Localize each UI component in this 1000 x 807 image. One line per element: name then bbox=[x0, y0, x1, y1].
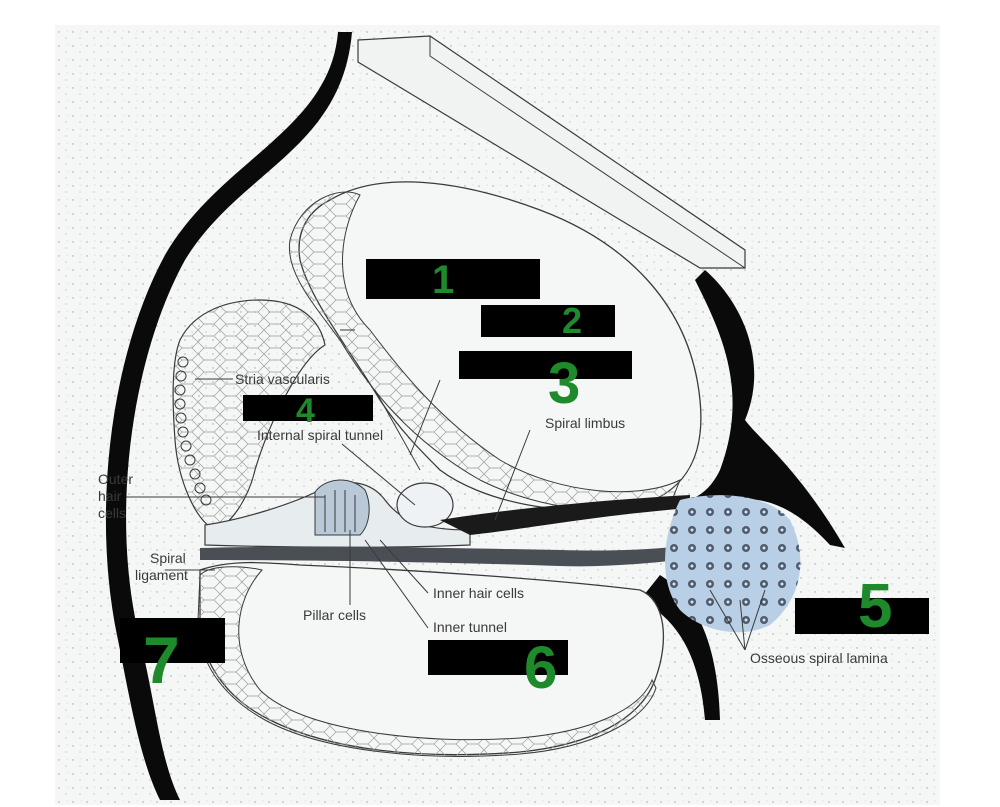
stria-vascularis-cells bbox=[174, 356, 212, 506]
label-outer-hair-cells-3: cells bbox=[98, 505, 126, 521]
reissners-membrane-cells bbox=[288, 191, 681, 511]
leader-lines bbox=[126, 329, 766, 651]
handwritten-number-3: 3 bbox=[548, 351, 580, 416]
spiral-ganglion-cells bbox=[665, 495, 801, 633]
redaction-box-1 bbox=[366, 259, 540, 299]
label-inner-hair-cells: Inner hair cells bbox=[433, 585, 524, 601]
hair-cell-lines bbox=[324, 490, 356, 532]
otic-capsule-bone bbox=[105, 32, 353, 800]
label-spiral-ligament-2: ligament bbox=[135, 567, 188, 583]
redaction-box-5 bbox=[795, 598, 929, 634]
label-outer-hair-cells-2: hair bbox=[98, 488, 122, 504]
handwritten-number-7: 7 bbox=[143, 623, 180, 697]
handwritten-number-5: 5 bbox=[858, 572, 892, 641]
label-inner-tunnel: Inner tunnel bbox=[433, 619, 507, 635]
redaction-box-7 bbox=[120, 618, 225, 663]
basilar-membrane bbox=[200, 540, 720, 567]
handwritten-number-4: 4 bbox=[296, 392, 315, 430]
redaction-boxes bbox=[120, 259, 929, 675]
internal-spiral-tunnel-shape bbox=[396, 482, 454, 528]
label-pillar-cells: Pillar cells bbox=[303, 607, 366, 623]
bony-wall-edge bbox=[429, 36, 746, 269]
label-stria-vascularis: Stria vascularis bbox=[235, 371, 330, 387]
label-internal-spiral-tunnel: Internal spiral tunnel bbox=[257, 427, 383, 443]
handwritten-number-6: 6 bbox=[524, 634, 557, 701]
handwritten-number-1: 1 bbox=[432, 258, 454, 302]
label-osseous-spiral-lamina: Osseous spiral lamina bbox=[750, 650, 888, 666]
redaction-box-4 bbox=[243, 395, 373, 421]
scala-tympani-cells bbox=[197, 566, 657, 757]
handwritten-number-2: 2 bbox=[562, 300, 582, 341]
spiral-limbus-shape bbox=[440, 495, 690, 535]
label-spiral-limbus: Spiral limbus bbox=[545, 415, 625, 431]
outer-hair-cell-cluster bbox=[314, 479, 370, 536]
redaction-box-3 bbox=[459, 351, 632, 379]
label-spiral-ligament-1: Spiral bbox=[150, 550, 186, 566]
modiolus-bone-upper bbox=[690, 270, 845, 548]
redaction-box-6 bbox=[428, 640, 568, 675]
label-outer-hair-cells-1: Outer bbox=[98, 471, 133, 487]
redaction-box-2 bbox=[481, 305, 615, 337]
